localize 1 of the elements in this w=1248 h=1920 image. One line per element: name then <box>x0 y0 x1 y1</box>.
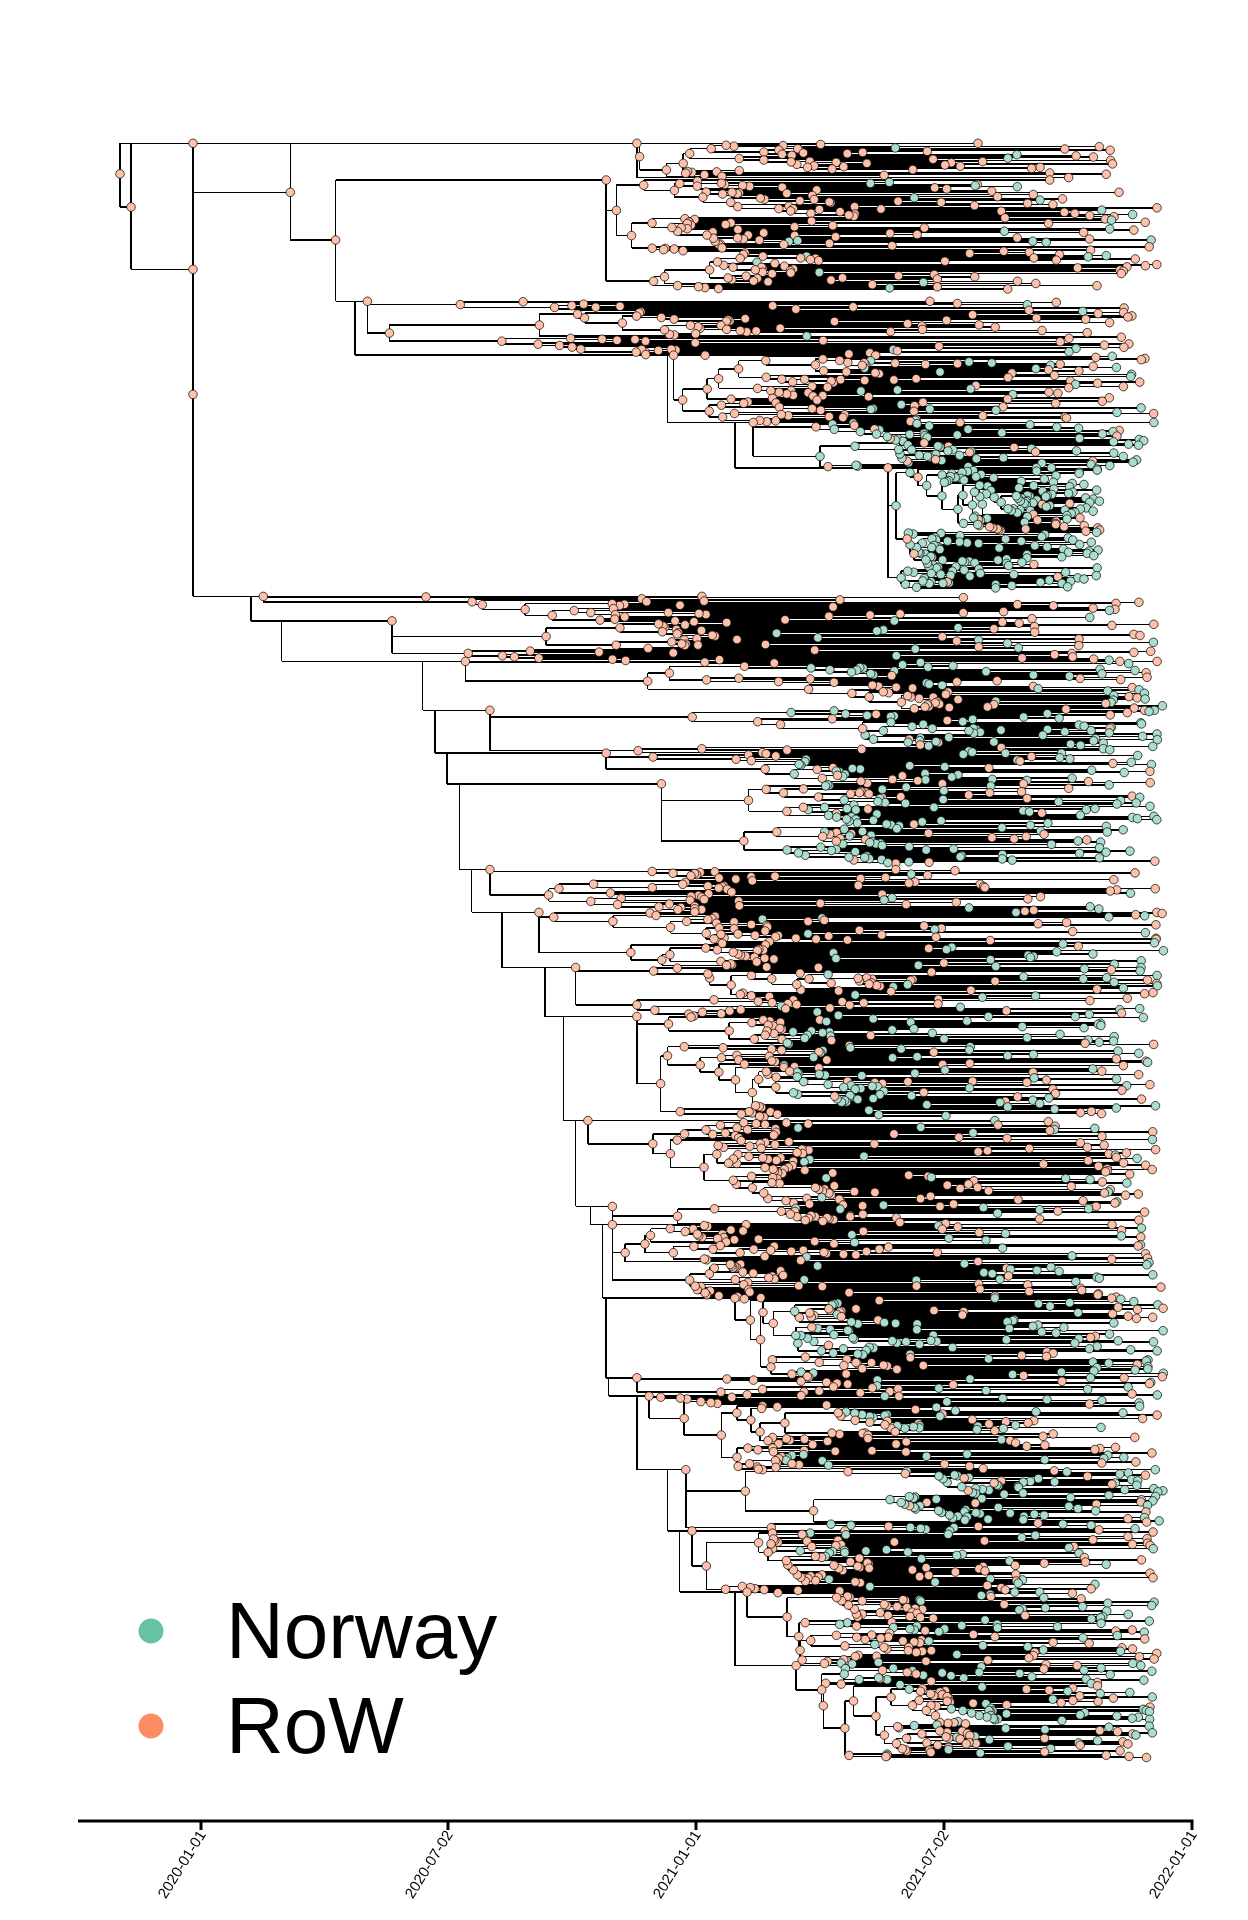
legend-label: RoW <box>226 1686 404 1767</box>
